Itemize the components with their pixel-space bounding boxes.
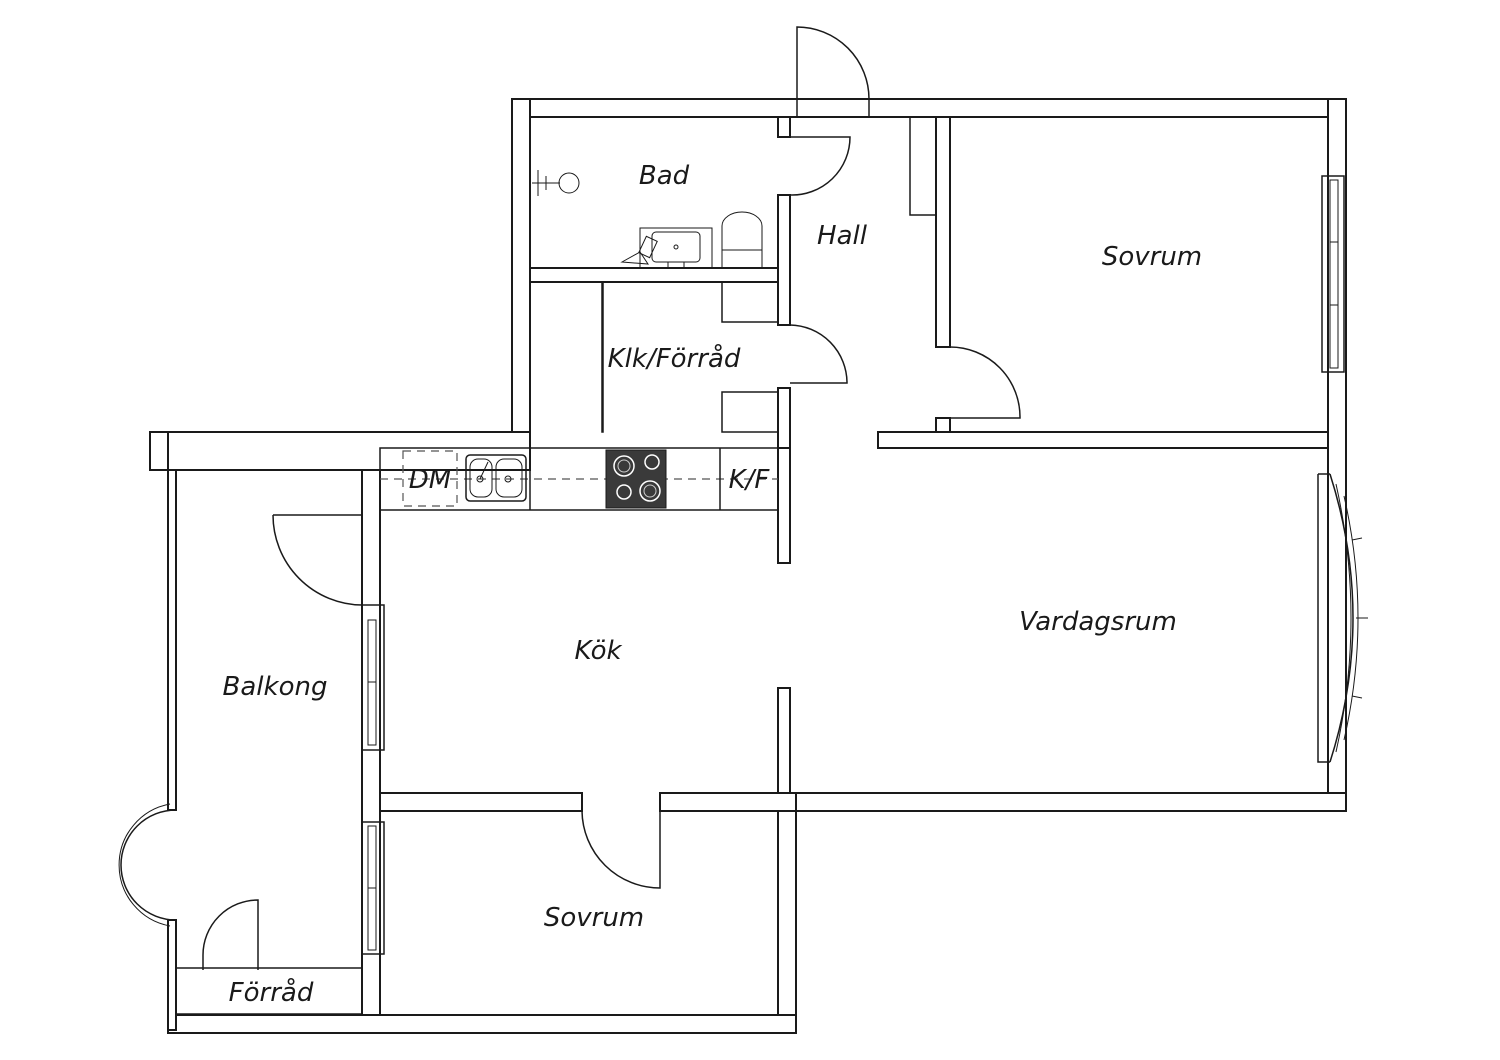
kitchen-counter <box>379 447 779 511</box>
windows <box>361 175 1368 955</box>
stove-icon <box>605 449 667 509</box>
room-label-bad: Bad <box>639 161 690 191</box>
sink-icon <box>465 454 527 502</box>
room-label-forrad: Förråd <box>229 977 314 1008</box>
room-label-hall: Hall <box>817 221 868 251</box>
shower-icon <box>532 170 580 196</box>
label-kf: K/F <box>729 465 771 495</box>
washbasin-icon <box>620 227 713 269</box>
room-label-sovrum-bottom: Sovrum <box>544 903 644 933</box>
balcony <box>118 803 363 1015</box>
room-label-sovrum-top: Sovrum <box>1102 242 1202 272</box>
room-label-balkong: Balkong <box>223 672 328 702</box>
room-label-kok: Kök <box>574 636 622 666</box>
room-label-klk-forrad: Klk/Förråd <box>608 343 741 374</box>
interior-walls <box>529 116 1329 794</box>
toilet-icon <box>721 211 763 269</box>
room-labels: Bad Hall Sovrum Klk/Förråd DM K/F Kök Va… <box>223 161 1203 1008</box>
outer-walls <box>149 98 1347 1034</box>
label-dm: DM <box>409 465 451 495</box>
bathroom-fixtures <box>532 170 763 269</box>
doors <box>202 26 1021 970</box>
room-label-vardagsrum: Vardagsrum <box>1019 607 1177 637</box>
